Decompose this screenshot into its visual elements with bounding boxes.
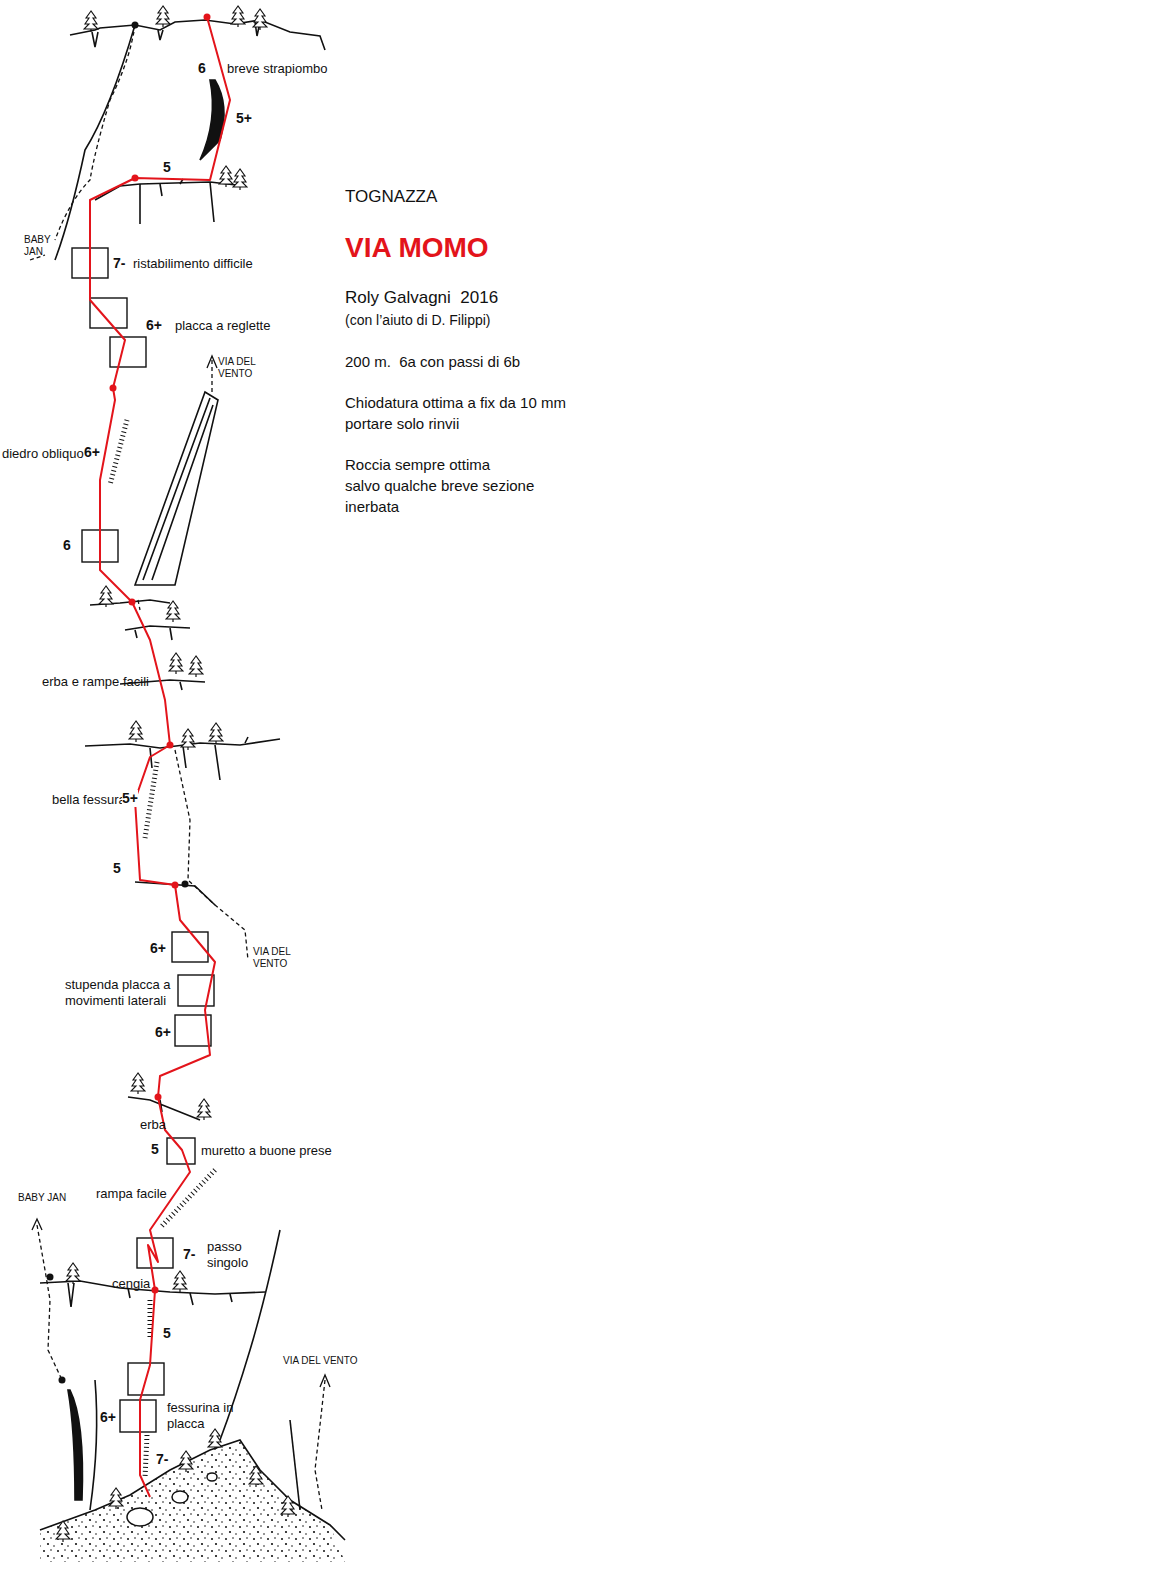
topo-note: muretto a buone prese: [201, 1143, 332, 1159]
cliff-lines: [40, 20, 345, 1540]
route-line: [90, 17, 230, 1497]
topo-note: (con l’aiuto di D. Filippi): [345, 312, 491, 329]
grade-label: 6+: [155, 1024, 171, 1041]
belay-stations: [110, 14, 211, 1294]
belay-dots: [47, 22, 189, 1384]
grade-label: 5: [163, 1325, 171, 1342]
topo-note: ristabilimento difficile: [133, 256, 253, 272]
topo-note: inerbata: [345, 498, 399, 516]
grade-label: 6+: [84, 444, 100, 461]
grade-label: 5: [151, 1141, 159, 1158]
grade-label: 6+: [150, 940, 166, 957]
topo-note: VIA DEL VENTO: [283, 1355, 357, 1367]
topo-note: placca a reglette: [175, 318, 270, 334]
topo-note: stupenda placca a movimenti laterali: [65, 977, 177, 1008]
topo-note: diedro obliquo: [2, 446, 84, 462]
other-routes: [30, 25, 325, 1510]
grade-label: 5: [163, 159, 171, 176]
route-title: VIA MOMO: [345, 232, 489, 264]
grade-label: 7-: [156, 1451, 168, 1468]
topo-note: erba e rampe facili: [42, 674, 149, 690]
topo-note: VIA DEL VENTO: [253, 946, 297, 970]
topo-note: Roly Galvagni 2016: [345, 288, 498, 308]
topo-note: bella fessura: [52, 792, 126, 808]
topo-note: TOGNAZZA: [345, 187, 437, 207]
grade-label: 6: [63, 537, 71, 554]
crack-hatching: [110, 420, 215, 1478]
grade-label: 6+: [100, 1409, 116, 1426]
grade-label: 7-: [183, 1246, 195, 1263]
topo-note: 200 m. 6a con passi di 6b: [345, 353, 520, 371]
topo-note: salvo qualche breve sezione: [345, 477, 534, 495]
grade-label: 5+: [236, 110, 252, 127]
grade-label: 6: [198, 60, 206, 77]
topo-note: Roccia sempre ottima: [345, 456, 490, 474]
grade-label: 7-: [113, 255, 125, 272]
scree: [40, 1440, 345, 1562]
boulders: [127, 1473, 217, 1526]
slab-boxes: [72, 248, 214, 1432]
grade-label: 6+: [146, 317, 162, 334]
topo-note: erba: [140, 1117, 166, 1133]
topo-note: fessurina in placca: [167, 1400, 247, 1431]
topo-note: rampa facile: [96, 1186, 167, 1202]
topo-note: cengia: [112, 1276, 150, 1292]
topo-note: BABY JAN: [24, 234, 56, 258]
topo-note: BABY JAN: [18, 1192, 66, 1204]
topo-note: portare solo rinvii: [345, 415, 459, 433]
topo-note: VIA DEL VENTO: [218, 356, 262, 380]
topo-note: passo singolo: [207, 1239, 257, 1270]
grade-label: 5+: [122, 790, 138, 807]
trees: [56, 6, 295, 1542]
topo-note: Chiodatura ottima a fix da 10 mm: [345, 394, 566, 412]
grade-label: 5: [113, 860, 121, 877]
topo-note: breve strapiombo: [227, 61, 327, 77]
route-arrows: [32, 356, 330, 1387]
